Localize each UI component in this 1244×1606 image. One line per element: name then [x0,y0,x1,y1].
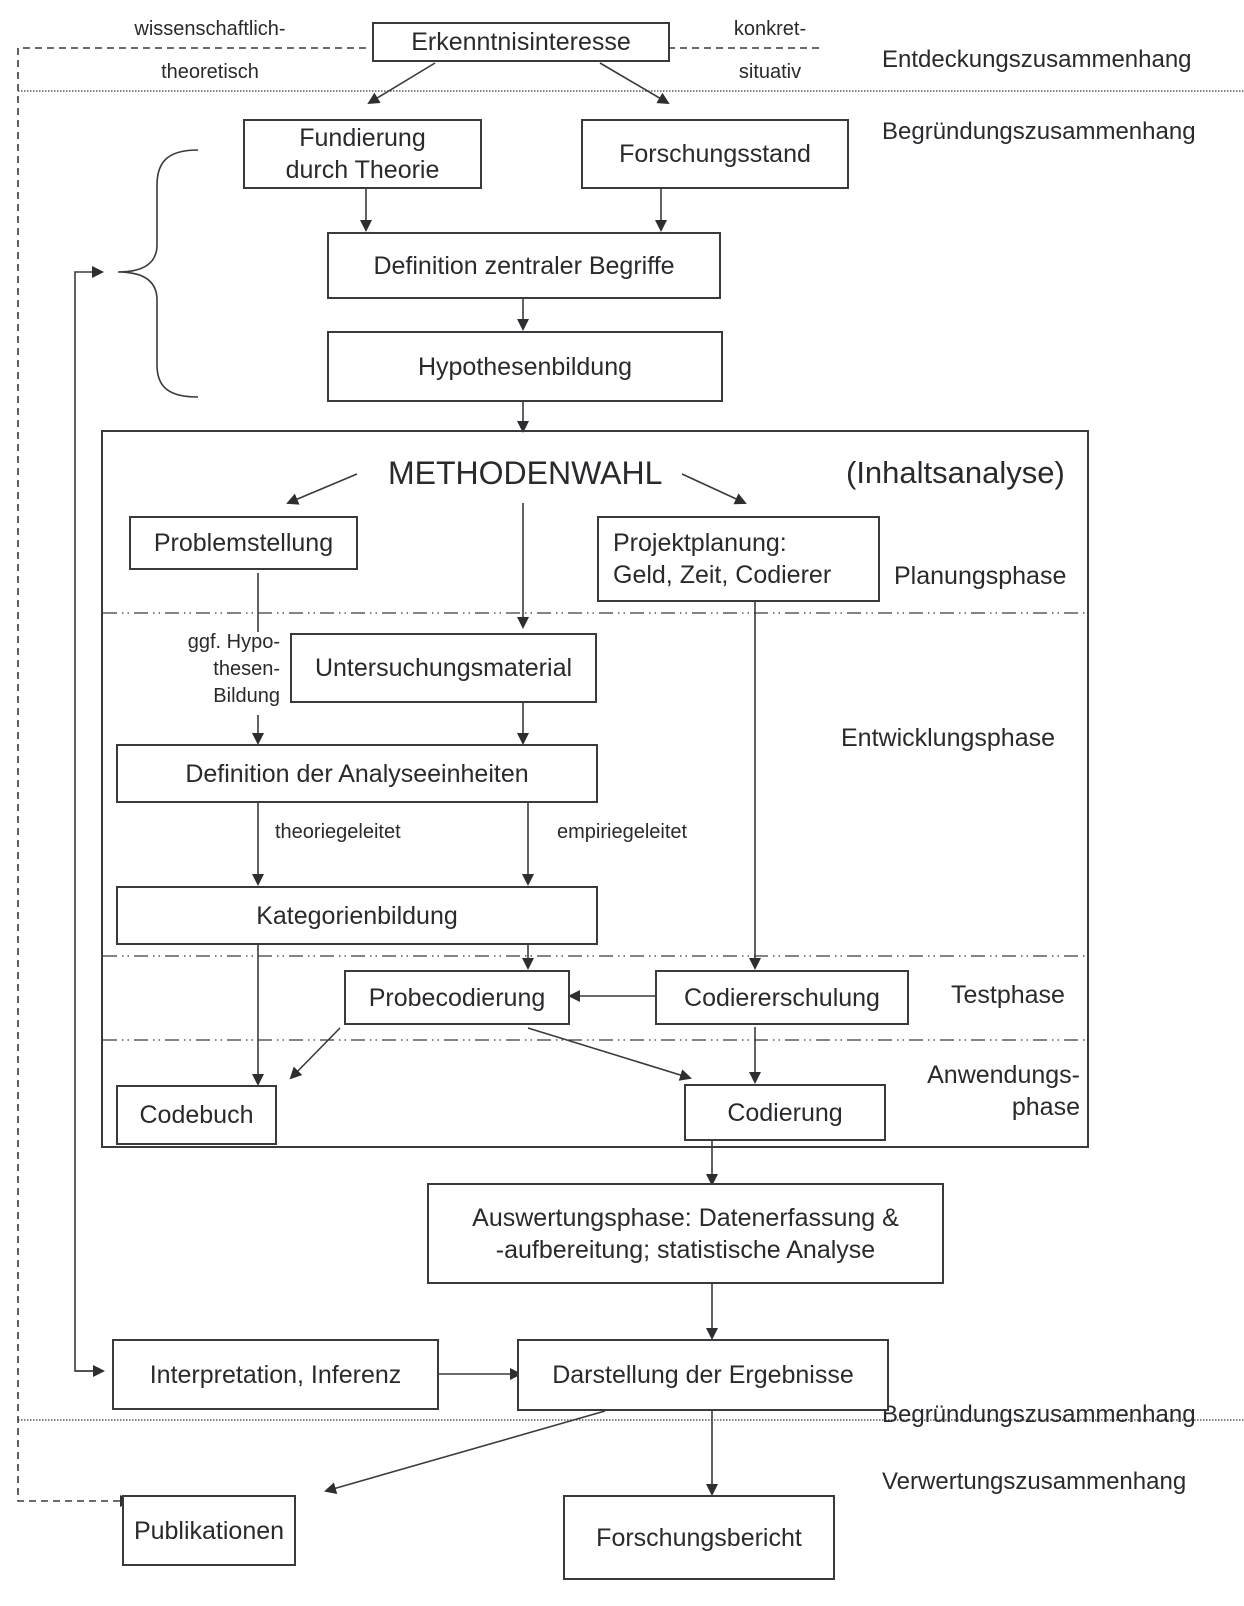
phase-planning: Planungsphase [894,562,1067,590]
phase-application: Anwendungs- phase [927,1061,1080,1121]
fundierung-box: Fundierung durch Theorie [243,119,482,189]
arrow-method-problemstellung [286,473,358,505]
erkenntnisinteresse-box: Erkenntnisinteresse [372,22,670,62]
problemstellung-box: Problemstellung [129,516,358,570]
label-empirical-led: empiriegeleitet [557,821,688,843]
arrow-probe-codebuch [289,1027,341,1080]
auswertung-box: Auswertungsphase: Datenerfassung & -aufb… [427,1183,944,1284]
context-utilization: Verwertungszusammenhang [882,1468,1187,1495]
method-subheading: (Inhaltsanalyse) [846,455,1065,490]
label-theoretisch: theoretisch [161,61,259,83]
method-frame [101,430,1089,1148]
label-wissenschaftlich: wissenschaftlich- [134,18,286,40]
phase-test: Testphase [951,981,1065,1009]
publikationen-box: Publikationen [122,1495,296,1566]
untersuchungsmaterial-box: Untersuchungsmaterial [290,633,597,703]
feedback-loop-line [74,266,104,1372]
context-justification-bottom: Begründungszusammenhang [882,1401,1196,1428]
method-heading: METHODENWAHL [388,455,663,491]
label-konkret: konkret- [733,18,807,40]
forschungsbericht-box: Forschungsbericht [563,1495,835,1580]
arrow-to-fundierung [367,62,436,105]
projektplanung-box: Projektplanung: Geld, Zeit, Codierer [597,516,880,602]
label-hypothesis-optional: ggf. Hypo- thesen- Bildung [187,631,280,707]
codiererschulung-box: Codiererschulung [655,970,909,1025]
arrow-method-projektplanung [681,473,747,505]
arrow-probe-codierung [527,1027,692,1081]
analyseeinheiten-box: Definition der Analyseeinheiten [116,744,598,803]
label-theory-led: theoriegeleitet [275,821,401,843]
context-discovery: Entdeckungszusammenhang [882,46,1192,73]
forschungsstand-box: Forschungsstand [581,119,849,189]
dashed-feedback-line [17,47,366,1507]
darstellung-box: Darstellung der Ergebnisse [517,1339,889,1411]
kategorienbildung-box: Kategorienbildung [116,886,598,945]
phase-development: Entwicklungsphase [841,724,1056,752]
hypothesenbildung-box: Hypothesenbildung [327,331,723,402]
arrow-darstellung-publikationen [324,1410,606,1495]
label-situativ: situativ [738,61,802,83]
context-justification-top: Begründungszusammenhang [882,118,1196,145]
definition-begriffe-box: Definition zentraler Begriffe [327,232,721,299]
curly-brace [117,149,199,398]
codierung-box: Codierung [684,1084,886,1141]
arrow-to-forschungsstand [599,62,670,105]
interpretation-box: Interpretation, Inferenz [112,1339,439,1410]
probecodierung-box: Probecodierung [344,970,570,1025]
codebuch-box: Codebuch [116,1085,277,1145]
